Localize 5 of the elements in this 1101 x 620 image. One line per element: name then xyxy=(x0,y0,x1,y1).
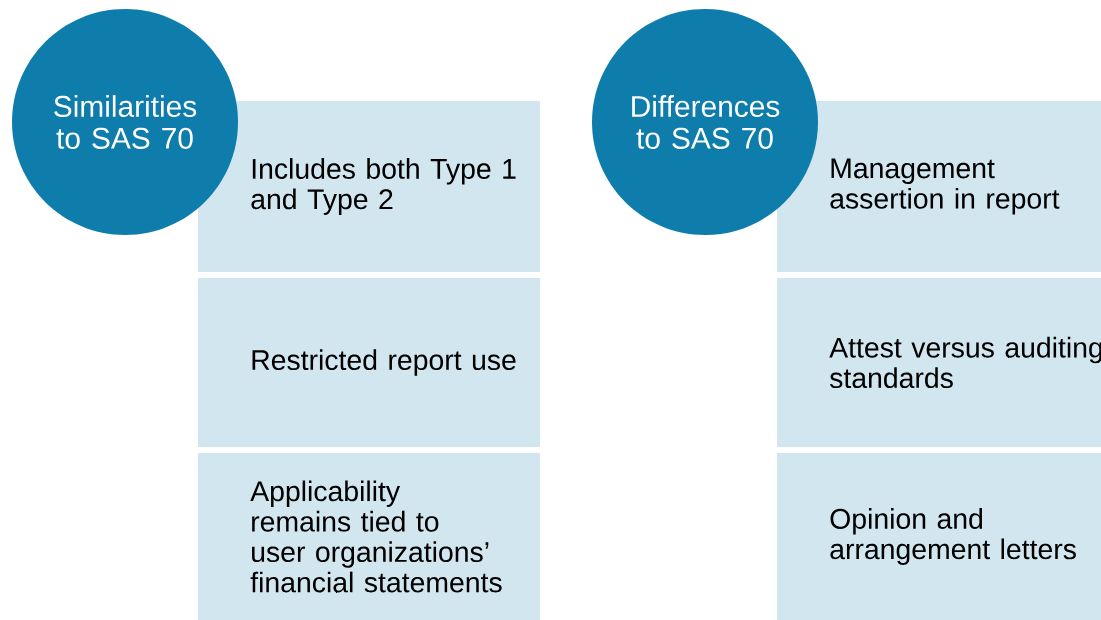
text-box: Restricted report use xyxy=(198,278,540,447)
text-box: Applicability remains tied to user organizations’ financial statements xyxy=(198,453,540,620)
text-box: Attest versus auditing standards xyxy=(777,278,1101,447)
text-box: Opinion and arrangement letters xyxy=(777,453,1101,620)
text-box: Includes both Type 1 and Type 2 xyxy=(198,101,540,272)
